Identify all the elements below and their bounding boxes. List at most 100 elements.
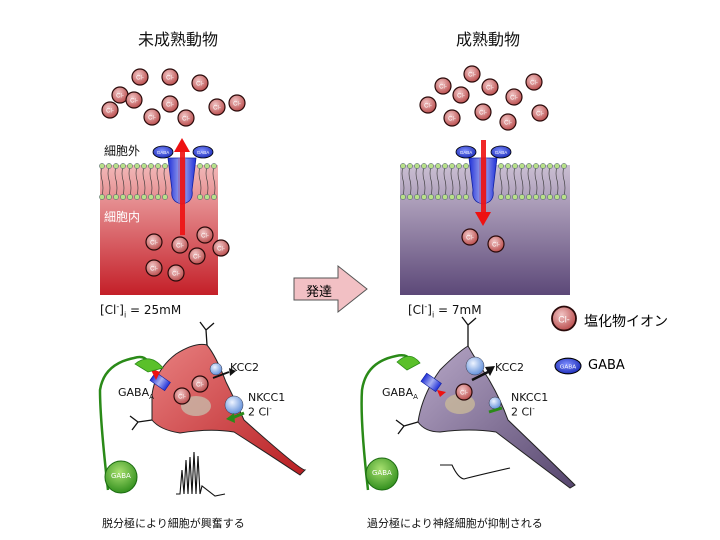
gaba-molecule-icon <box>455 145 477 159</box>
lipid-head <box>554 194 560 200</box>
lipid-head <box>449 163 455 169</box>
lipid-head <box>561 194 567 200</box>
lipid-head <box>442 194 448 200</box>
chloride-ion-icon <box>443 109 461 127</box>
lipid-head <box>127 194 133 200</box>
chloride-ion-icon <box>463 65 481 83</box>
lipid-head <box>400 194 406 200</box>
lipid-head <box>120 194 126 200</box>
legend-gaba-label: GABA <box>588 358 625 373</box>
lipid-head <box>197 194 203 200</box>
lipid-head <box>155 163 161 169</box>
outside-label: 細胞外 <box>104 144 141 158</box>
lipid-head <box>561 163 567 169</box>
gaba-molecule-icon <box>192 145 214 159</box>
left-gaba-a-label: GABAA <box>118 386 154 402</box>
left-nkcc1-ions: 2 Cl- <box>248 405 272 419</box>
lipid-head <box>428 194 434 200</box>
lipid-head <box>421 163 427 169</box>
left-membrane <box>99 163 217 200</box>
lipid-head <box>442 163 448 169</box>
lipid-head <box>99 163 105 169</box>
lipid-head <box>141 194 147 200</box>
inside-label: 細胞内 <box>104 210 141 224</box>
lipid-head <box>456 163 462 169</box>
lipid-head <box>463 194 469 200</box>
influx-arrow-icon <box>475 212 491 226</box>
chloride-ion-icon <box>531 104 549 122</box>
right-gaba-channel <box>455 140 512 226</box>
lipid-head <box>414 163 420 169</box>
chloride-ion-icon <box>499 113 517 131</box>
lipid-head <box>148 194 154 200</box>
left-nkcc1-label: NKCC1 <box>248 391 286 404</box>
efflux-arrow-icon <box>174 138 190 152</box>
action-potential-trace <box>176 451 226 497</box>
lipid-head <box>120 163 126 169</box>
gaba-molecule-icon <box>490 145 512 159</box>
lipid-head <box>498 163 504 169</box>
lipid-head <box>449 194 455 200</box>
chloride-ion-icon <box>177 109 195 127</box>
legend-gaba-icon <box>554 357 582 375</box>
chloride-ion-icon <box>131 68 149 86</box>
hyperpolarization-trace <box>440 464 511 480</box>
lipid-head <box>512 163 518 169</box>
lipid-head <box>428 163 434 169</box>
lipid-head <box>148 163 154 169</box>
lipid-head <box>414 194 420 200</box>
lipid-head <box>519 163 525 169</box>
chloride-ion-icon <box>208 98 226 116</box>
lipid-head <box>113 163 119 169</box>
chloride-ion-icon <box>481 78 499 96</box>
left-neuron <box>98 321 307 497</box>
lipid-head <box>533 194 539 200</box>
lipid-head <box>204 163 210 169</box>
lipid-head <box>547 163 553 169</box>
development-label: 発達 <box>306 285 333 300</box>
chloride-ion-icon <box>474 103 492 121</box>
lipid-head <box>197 163 203 169</box>
left-presynaptic-label: GABA <box>111 472 131 480</box>
lipid-head <box>435 194 441 200</box>
chloride-ion-icon <box>452 86 470 104</box>
left-kcc2-label: KCC2 <box>230 361 259 374</box>
left-gaba-channel <box>152 138 214 235</box>
legend-chloride-label: 塩化物イオン <box>584 314 668 330</box>
chloride-ion-icon <box>125 91 143 109</box>
chloride-ion-icon <box>525 73 543 91</box>
right-gaba-a-label: GABAA <box>382 386 418 402</box>
right-nkcc1-label: NKCC1 <box>511 391 549 404</box>
lipid-head <box>204 194 210 200</box>
chloride-ion-icon <box>212 239 230 257</box>
lipid-head <box>113 194 119 200</box>
legend-chloride-icon <box>551 305 577 332</box>
chloride-ion-icon <box>145 259 163 277</box>
lipid-head <box>526 194 532 200</box>
right-neuron <box>360 316 576 491</box>
left-panel-title: 未成熟動物 <box>138 30 219 49</box>
chloride-ion-icon <box>419 96 437 114</box>
chloride-ion-icon <box>143 108 161 126</box>
lipid-head <box>533 163 539 169</box>
lipid-head <box>141 163 147 169</box>
chloride-ion-icon <box>228 94 246 112</box>
right-panel-title: 成熟動物 <box>456 30 521 49</box>
right-kcc2-label: KCC2 <box>495 361 524 374</box>
lipid-head <box>498 194 504 200</box>
chloride-ion-icon <box>196 226 214 244</box>
chloride-ion-icon <box>505 88 523 106</box>
lipid-head <box>505 194 511 200</box>
chloride-ion-icon <box>434 77 452 95</box>
right-presynaptic-label: GABA <box>372 469 392 477</box>
lipid-head <box>99 194 105 200</box>
lipid-head <box>540 163 546 169</box>
right-membrane <box>400 163 567 200</box>
left-caption: 脱分極により細胞が興奮する <box>102 517 245 530</box>
lipid-head <box>519 194 525 200</box>
lipid-head <box>547 194 553 200</box>
lipid-head <box>211 194 217 200</box>
chloride-ion-icon <box>188 247 206 265</box>
lipid-head <box>554 163 560 169</box>
lipid-head <box>407 163 413 169</box>
